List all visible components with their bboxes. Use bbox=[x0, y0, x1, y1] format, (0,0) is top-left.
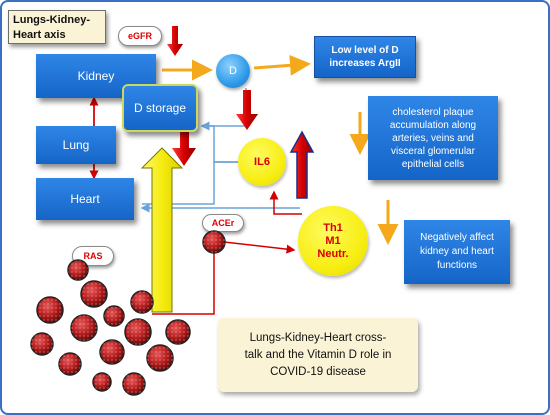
il6-label: IL6 bbox=[254, 156, 270, 168]
virus-particle bbox=[124, 318, 152, 346]
low-d-line2: increases ArgII bbox=[329, 58, 401, 69]
plaque-line1: cholesterol plaque bbox=[392, 106, 474, 118]
vitamin-d-label: D bbox=[229, 65, 237, 77]
m1-label: M1 bbox=[325, 234, 341, 247]
low-d-line1: Low level of D bbox=[331, 45, 399, 56]
th-to-il6-line bbox=[269, 190, 302, 215]
acer-label: ACEr bbox=[211, 218, 235, 228]
virus-acer bbox=[202, 230, 226, 254]
kidney-label: Kidney bbox=[77, 69, 115, 83]
plaque-line2: accumulation along bbox=[389, 119, 477, 131]
dstorage-down-arrow bbox=[172, 126, 196, 166]
virus-particle bbox=[36, 296, 64, 324]
virus-particle bbox=[58, 352, 82, 376]
caption-box: Lungs-Kidney-Heart cross- talk and the V… bbox=[218, 318, 418, 392]
vitamin-d-circle: D bbox=[216, 54, 250, 88]
il6-to-heart-line bbox=[142, 161, 238, 205]
neutr-label: Neutr. bbox=[317, 247, 349, 260]
virus-ras bbox=[67, 259, 89, 281]
lung-label: Lung bbox=[62, 138, 90, 152]
plaque-line4: visceral glomerular bbox=[391, 145, 475, 157]
axis-title-line1: Lungs-Kidney- bbox=[13, 14, 90, 26]
negative-line1: Negatively affect bbox=[420, 232, 494, 243]
big-yellow-arrow bbox=[140, 147, 184, 313]
negative-line2: kidney and heart bbox=[420, 246, 494, 257]
egfr-tag: eGFR bbox=[118, 26, 162, 46]
low-d-box: Low level of D increases ArgII bbox=[314, 36, 416, 78]
lung-box: Lung bbox=[36, 126, 116, 164]
th1-label: Th1 bbox=[323, 221, 343, 234]
virus-particle bbox=[92, 372, 112, 392]
negative-box: Negatively affect kidney and heart funct… bbox=[404, 220, 510, 284]
d-to-lowlevel-arrow bbox=[253, 54, 311, 76]
plaque-line3: arteries, veins and bbox=[392, 132, 474, 144]
ras-label: RAS bbox=[83, 251, 103, 261]
caption-line1: Lungs-Kidney-Heart cross- bbox=[249, 331, 387, 344]
heart-label: Heart bbox=[70, 192, 100, 206]
virus-cluster bbox=[30, 280, 191, 396]
negative-line3: functions bbox=[436, 260, 478, 271]
caption-line2: talk and the Vitamin D role in bbox=[244, 348, 392, 361]
d-storage-box: D storage bbox=[122, 84, 198, 132]
axis-title-box: Lungs-Kidney- Heart axis bbox=[8, 10, 106, 44]
heart-box: Heart bbox=[36, 178, 134, 220]
immune-cells-circle: Th1 M1 Neutr. bbox=[298, 206, 368, 276]
virus-particle bbox=[99, 339, 125, 365]
plaque-box: cholesterol plaque accumulation along ar… bbox=[368, 96, 498, 180]
virus-particle bbox=[70, 314, 98, 342]
virus-particle bbox=[30, 332, 54, 356]
axis-title-line2: Heart axis bbox=[13, 29, 66, 41]
acer-tag: ACEr bbox=[202, 214, 244, 232]
caption-line3: COVID-19 disease bbox=[270, 365, 366, 378]
d-storage-label: D storage bbox=[133, 101, 187, 115]
egfr-label: eGFR bbox=[127, 31, 152, 41]
virus-particle bbox=[80, 280, 108, 308]
d-down-arrow bbox=[236, 90, 258, 130]
egfr-down-arrow bbox=[167, 26, 183, 56]
il6-circle: IL6 bbox=[238, 138, 286, 186]
virus-particle bbox=[122, 372, 146, 396]
acer-to-th-line bbox=[223, 241, 296, 254]
virus-particle bbox=[165, 319, 191, 345]
plaque-line5: epithelial cells bbox=[401, 158, 465, 170]
virus-particle bbox=[130, 290, 154, 314]
virus-particle bbox=[146, 344, 174, 372]
il6-up-arrow bbox=[289, 130, 315, 199]
virus-particle bbox=[103, 305, 125, 327]
virus-to-caption-line bbox=[152, 238, 215, 315]
